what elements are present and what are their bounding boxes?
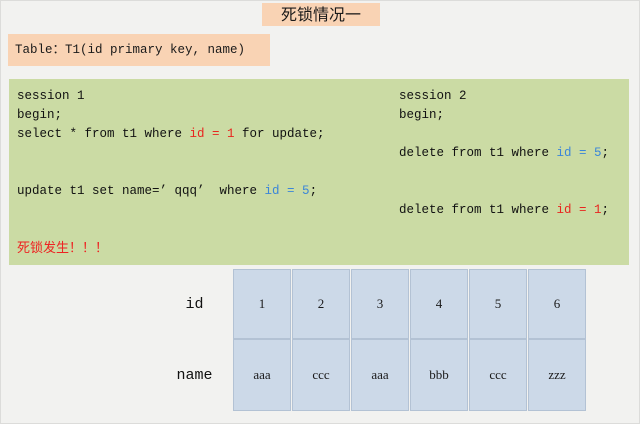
sql-code-line <box>399 182 629 201</box>
table-cell: aaa <box>351 339 409 411</box>
sql-predicate-highlight: id = 1 <box>189 127 235 141</box>
sql-code-line: update t1 set name=’ qqq’ where id = 5; <box>17 182 397 201</box>
row-header-label: id <box>185 295 204 313</box>
table-cell: zzz <box>528 339 586 411</box>
sql-code-line <box>17 220 397 239</box>
sql-code-line <box>17 163 397 182</box>
table-cell: ccc <box>469 339 527 411</box>
session-comparison-panel: session 1 begin;select * from t1 where i… <box>9 79 629 265</box>
session-2-code-lines: begin; delete from t1 where id = 5; dele… <box>399 106 629 239</box>
table-cell: 4 <box>410 269 468 339</box>
sql-text: for update; <box>234 127 325 141</box>
session-1-code-lines: begin; select * from t1 where id = 1 for … <box>17 106 397 239</box>
sql-text: update t1 set name=’ qqq’ where <box>17 184 265 198</box>
sql-text: select * from t1 where <box>17 127 190 141</box>
slide-title-box: 死锁情况一 <box>262 3 380 26</box>
sql-code-line: delete from t1 where id = 1; <box>399 201 629 220</box>
table-cell: 1 <box>233 269 291 339</box>
table-cell: 3 <box>351 269 409 339</box>
sql-code-line <box>17 201 397 220</box>
table-cell: 2 <box>292 269 350 339</box>
session-2-header: session 2 <box>399 89 467 103</box>
sql-text: delete from t1 where <box>399 203 557 217</box>
sql-code-line <box>399 163 629 182</box>
deadlock-alert-text: 死锁发生！！！ <box>17 241 109 256</box>
session-2-column: session 2 begin; delete from t1 where id… <box>399 87 629 239</box>
table-cell: aaa <box>233 339 291 411</box>
sql-text: ; <box>309 184 318 198</box>
table-declaration-text: Table：T1(id primary key, name) <box>15 43 246 57</box>
table-declaration-box: Table：T1(id primary key, name) <box>8 34 270 66</box>
page-title: 死锁情况一 <box>280 4 361 24</box>
session-1-column: session 1 begin; select * from t1 where i… <box>17 87 397 258</box>
sql-code-line: begin; <box>17 106 397 125</box>
sql-predicate-highlight: id = 1 <box>556 203 602 217</box>
sql-code-line: begin; <box>399 106 629 125</box>
sql-code-line: select * from t1 where id = 1 for update… <box>17 125 397 144</box>
sql-code-line: delete from t1 where id = 5; <box>399 144 629 163</box>
session-1-header: session 1 <box>17 89 85 103</box>
sql-text: begin; <box>399 108 445 122</box>
sql-code-line <box>399 220 629 239</box>
sql-predicate-highlight: id = 5 <box>556 146 602 160</box>
sql-text: ; <box>601 146 610 160</box>
sql-predicate-highlight: id = 5 <box>264 184 310 198</box>
sql-code-line <box>399 125 629 144</box>
sql-text: begin; <box>17 108 63 122</box>
table-cell: 6 <box>528 269 586 339</box>
sql-code-line <box>17 144 397 163</box>
row-header-label: name <box>176 366 213 384</box>
sql-text: ; <box>601 203 610 217</box>
sql-text: delete from t1 where <box>399 146 557 160</box>
table-cell: 5 <box>469 269 527 339</box>
table-cell: ccc <box>292 339 350 411</box>
table-cell: bbb <box>410 339 468 411</box>
